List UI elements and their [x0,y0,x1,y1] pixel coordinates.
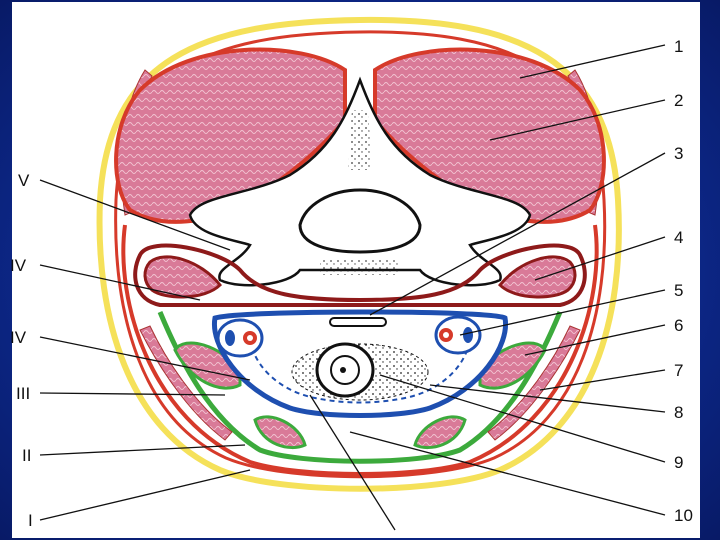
label-3: 3 [674,144,683,163]
label-4: 4 [674,228,683,247]
label-2: 2 [674,91,683,110]
label-1: 1 [674,37,683,56]
label-I: I [28,511,33,530]
label-II: II [22,446,31,465]
label-9: 9 [674,453,683,472]
spinous-process-texture [348,110,372,170]
label-III: III [16,384,30,403]
label-6: 6 [674,316,683,335]
carotid-sheath-left [218,320,262,356]
carotid-sheath-right [436,317,480,353]
label-IV-upper: IV [10,256,27,275]
label-8: 8 [674,403,683,422]
label-IV-lower: IV [10,328,27,347]
infrahyoid-muscle-left [255,417,305,448]
label-7: 7 [674,361,683,380]
label-5: 5 [674,281,683,300]
infrahyoid-muscle-right [415,417,465,448]
label-V: V [18,171,30,190]
label-10: 10 [674,506,693,525]
scalene-muscle-right [500,257,575,297]
vertebral-body-texture [320,258,400,275]
